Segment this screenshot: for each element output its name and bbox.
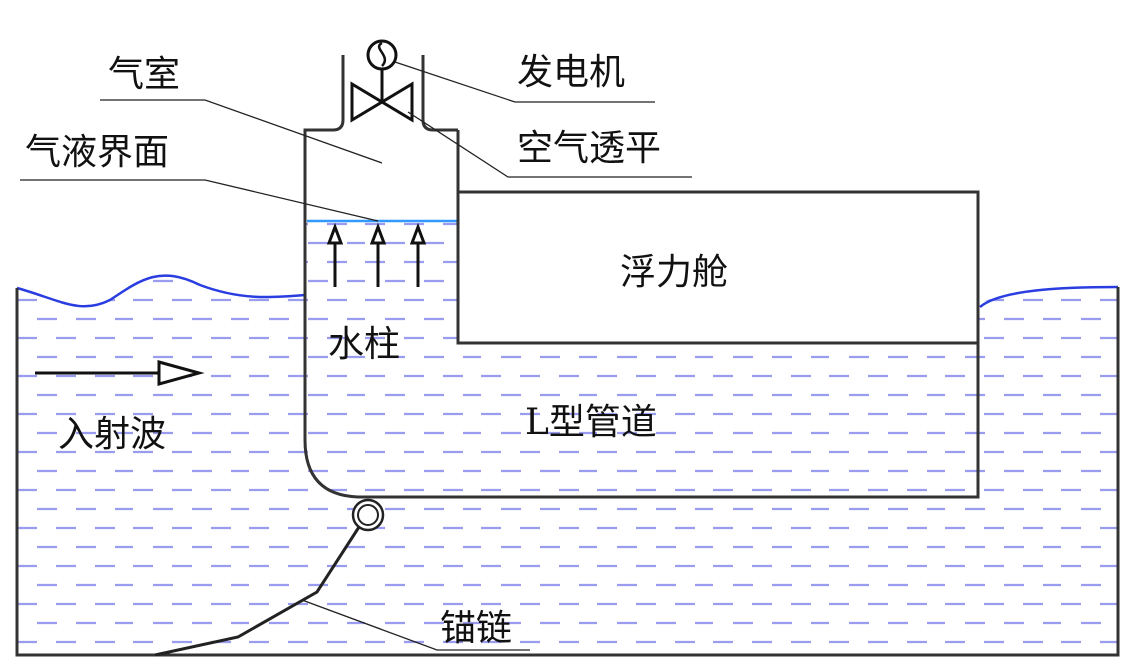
anchor-ring-inner xyxy=(357,504,379,526)
label-buoyancy-chamber: 浮力舱 xyxy=(620,252,728,293)
leader-air-turbine xyxy=(407,111,692,178)
leader-generator xyxy=(394,61,655,103)
label-air-chamber: 气室 xyxy=(108,54,180,95)
generator-wave-icon xyxy=(377,41,387,67)
label-generator: 发电机 xyxy=(517,52,625,93)
leader-interface xyxy=(20,179,379,222)
label-water-column: 水柱 xyxy=(328,324,400,365)
label-air-turbine: 空气透平 xyxy=(517,128,661,169)
label-mooring-chain: 锚链 xyxy=(440,608,512,649)
water-region xyxy=(17,222,1118,655)
air-turbine-valve-icon xyxy=(350,81,414,123)
water-surface-right xyxy=(979,285,1119,308)
buoyancy-chamber-fill xyxy=(460,194,977,342)
water-column-arrows xyxy=(326,222,427,287)
water-surface-left xyxy=(16,274,306,308)
incident-wave-arrow xyxy=(35,360,205,386)
leader-air-chamber xyxy=(100,99,383,164)
label-incident-wave: 入射波 xyxy=(58,414,166,455)
leader-mooring-chain xyxy=(301,599,530,651)
label-interface: 气液界面 xyxy=(25,132,169,173)
wave-tank-outline xyxy=(15,287,1120,657)
mooring-chain-line xyxy=(154,526,361,657)
air-chamber-outline xyxy=(303,55,980,499)
label-l-pipe: L型管道 xyxy=(525,402,657,443)
